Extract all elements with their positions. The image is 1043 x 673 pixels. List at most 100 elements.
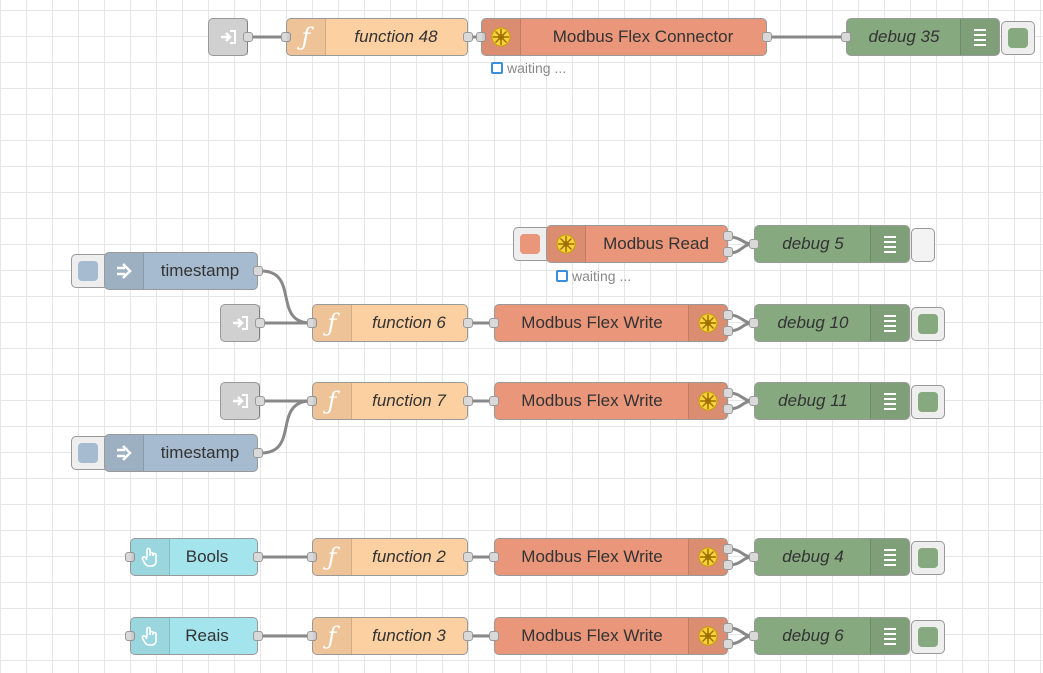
function-node[interactable]: ƒ function 3	[307, 617, 473, 655]
output-port[interactable]	[253, 552, 263, 562]
output-port[interactable]	[253, 266, 263, 276]
output-port[interactable]	[255, 396, 265, 406]
debug-node[interactable]: debug 35	[841, 18, 1035, 56]
output-port-2[interactable]	[723, 639, 733, 649]
debug-list-icon	[870, 226, 909, 262]
debug-toggle-button[interactable]	[911, 385, 945, 419]
input-port[interactable]	[749, 631, 759, 641]
output-port-1[interactable]	[723, 623, 733, 633]
input-port[interactable]	[307, 318, 317, 328]
function-icon: ƒ	[313, 383, 352, 419]
function-node[interactable]: ƒ function 48	[281, 18, 473, 56]
node-label: function 7	[372, 391, 446, 410]
status-ring-icon	[491, 62, 503, 74]
output-port[interactable]	[463, 318, 473, 328]
node-label: function 48	[354, 27, 438, 46]
node-label: function 3	[372, 626, 446, 645]
link-in-node[interactable]	[220, 304, 265, 342]
function-node[interactable]: ƒ function 6	[307, 304, 473, 342]
inject-node[interactable]: timestamp	[104, 252, 263, 290]
dashboard-button-node-reais[interactable]: Reais	[125, 617, 263, 655]
node-label: Modbus Flex Write	[521, 547, 663, 566]
output-port-2[interactable]	[723, 560, 733, 570]
debug-node[interactable]: debug 11	[749, 382, 945, 420]
function-node[interactable]: ƒ function 2	[307, 538, 473, 576]
output-port-1[interactable]	[723, 231, 733, 241]
input-port[interactable]	[307, 631, 317, 641]
input-port[interactable]	[749, 552, 759, 562]
output-port[interactable]	[253, 448, 263, 458]
output-port[interactable]	[253, 631, 263, 641]
function-icon: ƒ	[287, 19, 326, 55]
input-port[interactable]	[307, 552, 317, 562]
input-port[interactable]	[125, 552, 135, 562]
input-port[interactable]	[749, 239, 759, 249]
debug-node[interactable]: debug 5	[749, 225, 935, 263]
input-port[interactable]	[749, 396, 759, 406]
node-label: Modbus Flex Write	[521, 313, 663, 332]
output-port-1[interactable]	[723, 544, 733, 554]
inject-node[interactable]: timestamp	[104, 434, 263, 472]
input-port[interactable]	[307, 396, 317, 406]
modbus-flex-write-node[interactable]: Modbus Flex Write	[489, 382, 733, 420]
output-port-2[interactable]	[723, 247, 733, 257]
status-ring-icon	[556, 270, 568, 282]
function-icon: ƒ	[313, 539, 352, 575]
inject-arrow-icon	[105, 253, 144, 289]
modbus-gear-icon	[688, 539, 727, 575]
debug-toggle-button[interactable]	[911, 620, 945, 654]
modbus-read-node[interactable]: Modbus Read	[546, 225, 733, 263]
debug-node[interactable]: debug 6	[749, 617, 945, 655]
output-port-1[interactable]	[723, 310, 733, 320]
node-label: Modbus Flex Connector	[552, 27, 734, 46]
output-port[interactable]	[463, 396, 473, 406]
dashboard-button-node-bools[interactable]: Bools	[125, 538, 263, 576]
debug-list-icon	[870, 305, 909, 341]
input-port[interactable]	[476, 32, 486, 42]
node-label: timestamp	[160, 261, 240, 280]
function-node[interactable]: ƒ function 7	[307, 382, 473, 420]
node-label: Modbus Flex Write	[521, 626, 663, 645]
debug-node[interactable]: debug 4	[749, 538, 945, 576]
link-in-node[interactable]	[208, 18, 253, 56]
node-label: function 2	[372, 547, 446, 566]
input-port[interactable]	[281, 32, 291, 42]
modbus-flex-write-node[interactable]: Modbus Flex Write	[489, 617, 733, 655]
debug-list-icon	[870, 383, 909, 419]
debug-toggle-button[interactable]	[911, 228, 935, 262]
modbus-flex-write-node[interactable]: Modbus Flex Write	[489, 538, 733, 576]
output-port[interactable]	[243, 32, 253, 42]
output-port-1[interactable]	[723, 388, 733, 398]
output-port[interactable]	[463, 552, 473, 562]
output-port[interactable]	[762, 32, 772, 42]
modbus-flex-write-node[interactable]: Modbus Flex Write	[489, 304, 733, 342]
input-port[interactable]	[749, 318, 759, 328]
modbus-gear-icon	[688, 305, 727, 341]
debug-list-icon	[870, 618, 909, 654]
debug-toggle-button[interactable]	[911, 541, 945, 575]
node-status: waiting ...	[556, 268, 631, 284]
inject-arrow-icon	[105, 435, 144, 471]
input-port[interactable]	[489, 552, 499, 562]
hand-pointer-icon	[131, 539, 170, 575]
debug-node[interactable]: debug 10	[749, 304, 945, 342]
output-port[interactable]	[255, 318, 265, 328]
input-port[interactable]	[841, 32, 851, 42]
input-port[interactable]	[125, 631, 135, 641]
node-label: debug 10	[777, 313, 849, 332]
input-port[interactable]	[489, 318, 499, 328]
hand-pointer-icon	[131, 618, 170, 654]
modbus-flex-connector-node[interactable]: Modbus Flex Connector	[476, 18, 772, 56]
node-label: Modbus Flex Write	[521, 391, 663, 410]
debug-toggle-button[interactable]	[911, 307, 945, 341]
output-port-2[interactable]	[723, 326, 733, 336]
output-port-2[interactable]	[723, 404, 733, 414]
output-port[interactable]	[463, 32, 473, 42]
modbus-gear-icon	[688, 383, 727, 419]
link-in-node[interactable]	[220, 382, 265, 420]
debug-list-icon	[870, 539, 909, 575]
input-port[interactable]	[489, 631, 499, 641]
input-port[interactable]	[489, 396, 499, 406]
debug-toggle-button[interactable]	[1001, 21, 1035, 55]
output-port[interactable]	[463, 631, 473, 641]
